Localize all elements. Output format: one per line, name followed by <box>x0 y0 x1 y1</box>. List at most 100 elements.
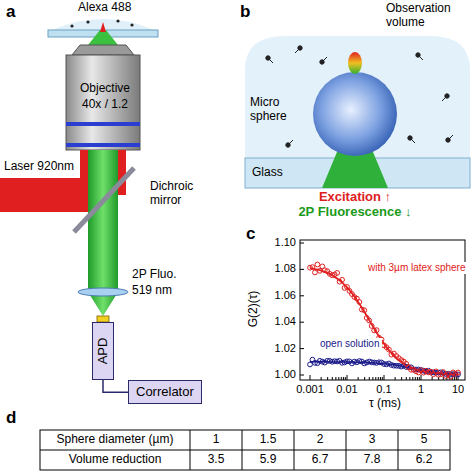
label-text: Observation volume <box>386 2 470 30</box>
drawing-part <box>268 58 273 63</box>
label-text: Objective <box>70 82 140 96</box>
minor-tick <box>341 377 342 380</box>
label-text: τ (ms) <box>350 397 420 411</box>
label-text: c <box>246 224 262 244</box>
data-point <box>456 370 461 375</box>
data-point <box>369 324 374 329</box>
drawing-part <box>300 375 304 376</box>
minor-tick <box>412 377 413 380</box>
fluorescence-beam <box>88 150 118 292</box>
label-text: Micro sphere <box>250 96 305 124</box>
data-point <box>340 277 345 282</box>
minor-tick <box>335 377 336 380</box>
drawing-part <box>300 269 304 270</box>
drawing-part <box>347 375 348 380</box>
axis-title: G(2)(τ) <box>247 291 261 328</box>
label-text: 3.5 <box>190 453 242 467</box>
label-text: 0.01 <box>332 383 362 396</box>
label-text: 1.04 <box>262 315 296 328</box>
drawing-part <box>442 96 447 101</box>
label-text: open solution <box>318 338 382 350</box>
minor-tick <box>338 377 339 380</box>
minor-tick <box>369 377 370 380</box>
fit-curve <box>310 268 458 374</box>
label-text: Glass <box>252 166 302 180</box>
process-box: Correlator <box>128 380 202 404</box>
data-point <box>313 270 318 275</box>
data-point <box>315 262 320 267</box>
data-point <box>335 271 340 276</box>
drawing-part <box>384 375 385 380</box>
minor-tick <box>409 377 410 380</box>
label-text: Dichroic mirror <box>150 180 210 208</box>
microsphere <box>313 72 397 156</box>
objective-ring <box>66 143 140 147</box>
minor-tick <box>432 377 433 380</box>
data-point <box>354 296 359 301</box>
drawing-part <box>86 20 89 23</box>
drawing-part <box>398 430 399 470</box>
data-point <box>308 362 313 367</box>
objective-ring <box>66 122 140 126</box>
minor-tick <box>345 377 346 380</box>
drawing-part <box>294 430 295 470</box>
label-text: Sphere diameter (µm) <box>40 433 190 447</box>
drawing-part <box>242 430 243 470</box>
label-text: 519 nm <box>132 284 202 298</box>
drawing-part <box>70 24 73 27</box>
data-point <box>387 347 392 352</box>
data-point <box>367 318 372 323</box>
label-text: 6.7 <box>294 453 346 467</box>
minor-tick <box>332 377 333 380</box>
y-ticks <box>300 243 304 375</box>
drawing-part <box>418 55 423 60</box>
minor-tick <box>364 377 365 380</box>
data-point <box>433 369 438 374</box>
minor-tick <box>401 377 402 380</box>
label-text: 3 <box>346 433 398 447</box>
label-text: a <box>6 2 22 22</box>
minor-tick <box>415 377 416 380</box>
label-text: 10 <box>443 383 473 396</box>
drawing-part <box>346 430 347 470</box>
drawing-part <box>322 57 327 62</box>
focal-spot <box>100 22 106 32</box>
label-text: Excitation ↑ <box>290 190 420 205</box>
label-text: b <box>240 2 256 22</box>
label-text: Volume reduction <box>40 453 190 467</box>
drawing-part <box>295 48 300 53</box>
minor-tick <box>327 377 328 380</box>
label-text: 2P Fluorescence ↓ <box>262 205 448 220</box>
label-text: 0.001 <box>290 383 330 396</box>
label-text: 0.1 <box>369 383 399 396</box>
minor-tick <box>395 377 396 380</box>
drawing-part <box>130 23 133 26</box>
data-point <box>362 308 367 313</box>
minor-tick <box>380 377 381 380</box>
label-text: with 3µm latex sphere <box>366 262 467 274</box>
minor-tick <box>417 377 418 380</box>
plot-data <box>308 262 461 379</box>
label-text: 1 <box>406 383 436 396</box>
drawing-part <box>40 430 450 470</box>
minor-tick <box>358 377 359 380</box>
data-point <box>357 300 362 305</box>
drawing-part <box>300 243 304 244</box>
minor-tick <box>372 377 373 380</box>
label-text: 2P Fluo. <box>132 268 202 282</box>
drawing-part <box>300 348 304 349</box>
label-text: Alexa 488 <box>78 1 158 15</box>
label-text: d <box>6 408 22 428</box>
label-text: 1.10 <box>262 236 296 249</box>
label-text: 6.2 <box>398 453 450 467</box>
drawing-part <box>116 19 119 22</box>
data-point <box>374 328 379 333</box>
minor-tick <box>378 377 379 380</box>
detector-box: APD <box>92 322 114 380</box>
plot-frame <box>300 240 465 380</box>
data-point <box>310 265 315 270</box>
minor-tick <box>343 377 344 380</box>
label-text: 1.5 <box>242 433 294 447</box>
